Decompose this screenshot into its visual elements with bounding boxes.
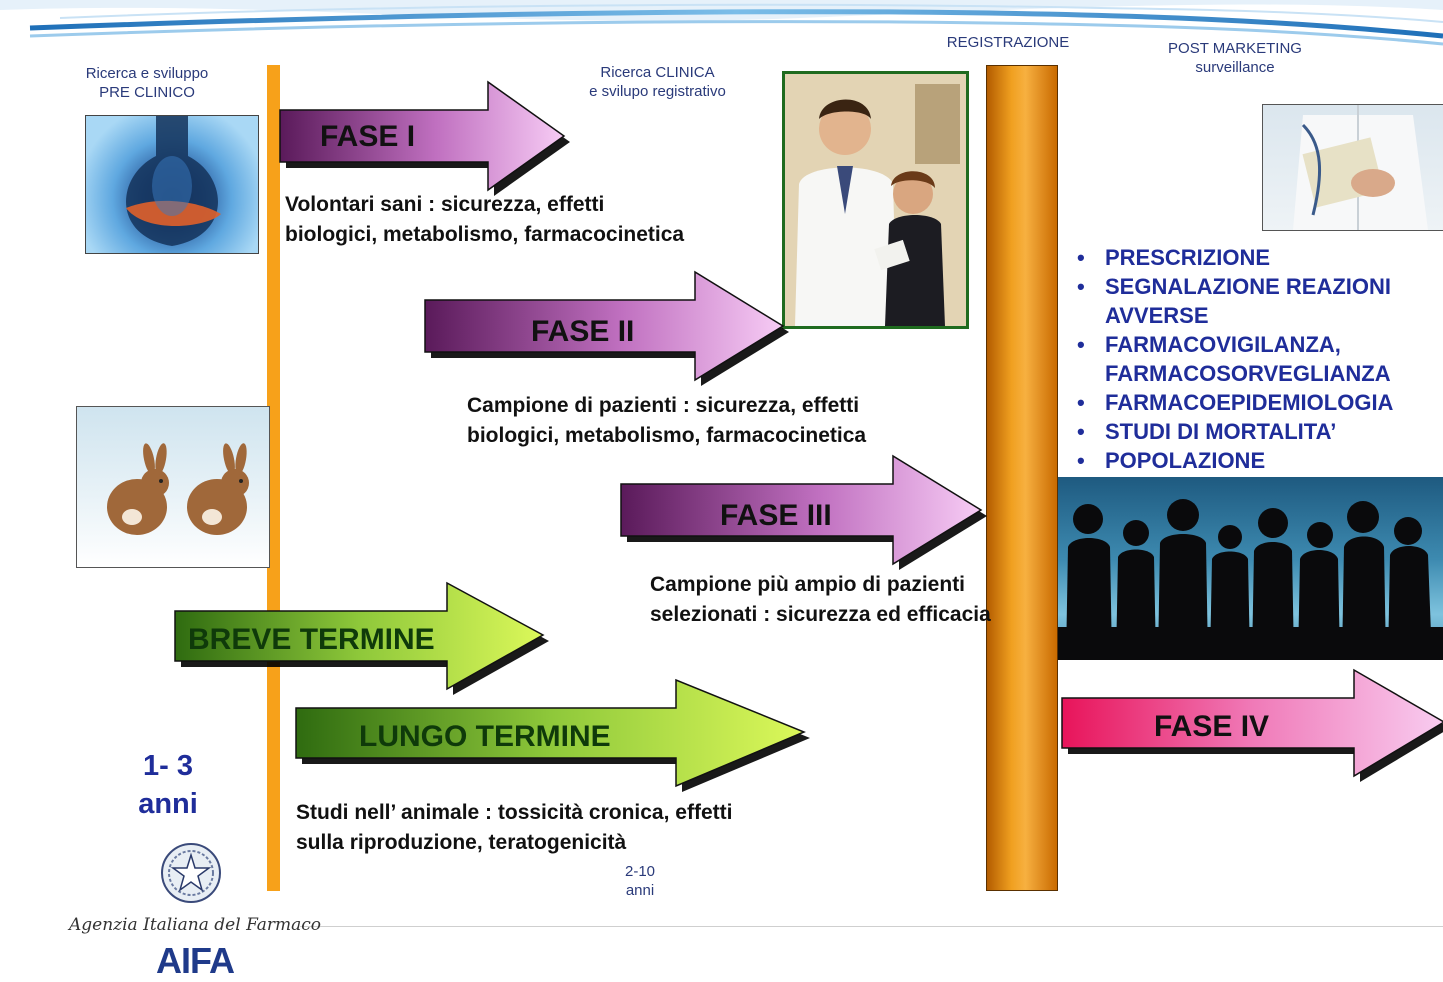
header-wave	[0, 0, 1443, 46]
clipboard-icon	[1293, 105, 1428, 230]
clinica-label: Ricerca CLINICA e svilupo registrativo	[560, 63, 755, 101]
lungo-termine-arrow-shape	[295, 678, 810, 792]
preclinical-duration-line1: 1- 3	[143, 750, 193, 782]
post-marketing-item: FARMACOEPIDEMIOLOGIA	[1075, 388, 1440, 417]
fase1-label: FASE I	[320, 120, 416, 153]
post-marketing-item: STUDI DI MORTALITA’	[1075, 417, 1440, 446]
post-marketing-item: FARMACOVIGILANZA, FARMACOSORVEGLIANZA	[1075, 330, 1440, 388]
fase2-desc-line2: biologici, metabolismo, farmacocinetica	[467, 424, 867, 447]
breve-termine-arrow-shape	[174, 581, 549, 695]
fase1-desc-line1: Volontari sani : sicurezza, effetti	[285, 193, 605, 216]
fase3-desc-line1: Campione più ampio di pazienti	[650, 573, 966, 596]
post-marketing-list: PRESCRIZIONE SEGNALAZIONE REAZIONI AVVER…	[1075, 243, 1440, 475]
post-marketing-label: POST MARKETING surveillance	[1140, 39, 1330, 77]
fase3-label: FASE III	[720, 499, 832, 532]
preclinical-desc-line2: sulla riproduzione, teratogenicità	[296, 831, 627, 854]
post-marketing-line2: surveillance	[1195, 59, 1275, 76]
fase1-description: Volontari sani : sicurezza, effetti biol…	[285, 190, 765, 250]
fase3-desc-line2: selezionati : sicurezza ed efficacia	[650, 603, 991, 626]
preclinical-desc-line1: Studi nell’ animale : tossicità cronica,…	[296, 801, 733, 824]
post-marketing-line1: POST MARKETING	[1168, 40, 1302, 57]
flask-icon	[126, 116, 221, 246]
emblem-icon	[161, 843, 221, 903]
crowd-photo	[1058, 477, 1443, 660]
fase1-arrow: FASE I	[279, 80, 570, 197]
doctors-photo	[782, 71, 969, 329]
doctor-icon	[785, 74, 966, 326]
registrazione-label: REGISTRAZIONE	[946, 34, 1070, 51]
preclinico-label: Ricerca e sviluppo PRE CLINICO	[62, 64, 232, 102]
rabbits-photo	[76, 406, 270, 568]
preclinical-timeline-bar	[267, 65, 280, 891]
registration-bar	[986, 65, 1058, 891]
preclinical-duration-line2: anni	[138, 788, 198, 820]
preclinical-description: Studi nell’ animale : tossicità cronica,…	[296, 798, 856, 858]
post-marketing-item: POPOLAZIONE	[1075, 446, 1440, 475]
breve-termine-label: BREVE TERMINE	[188, 623, 435, 656]
clinical-duration-line2: anni	[625, 882, 655, 899]
preclinico-line1: Ricerca e sviluppo	[85, 65, 209, 82]
fase4-arrow-shape	[1061, 668, 1443, 782]
fase1-desc-line2: biologici, metabolismo, farmacocinetica	[285, 223, 685, 246]
agency-name: Agenzia Italiana del Farmaco	[69, 915, 321, 935]
fase2-arrow-shape	[424, 270, 789, 386]
breve-termine-arrow: BREVE TERMINE	[174, 581, 549, 695]
fase1-arrow-shape	[279, 80, 570, 196]
clinical-duration: 2-10 anni	[600, 862, 680, 900]
lungo-termine-label: LUNGO TERMINE	[359, 720, 611, 753]
footer-divider	[300, 926, 1443, 927]
fase2-arrow: FASE II	[424, 270, 789, 387]
aifa-logo-text: AIFA	[155, 940, 235, 981]
crowd-silhouette-icon	[1058, 499, 1443, 660]
clipboard-photo	[1262, 104, 1443, 231]
fase3-arrow-shape	[620, 454, 987, 570]
flask-photo	[85, 115, 259, 254]
clinical-duration-line1: 2-10	[624, 863, 656, 880]
preclinical-duration: 1- 3 anni	[118, 747, 218, 823]
lungo-termine-arrow: LUNGO TERMINE	[295, 678, 810, 792]
fase2-label: FASE II	[531, 315, 635, 348]
clinica-line2: e svilupo registrativo	[589, 83, 726, 100]
fase3-description: Campione più ampio di pazienti seleziona…	[650, 570, 1070, 630]
fase3-arrow: FASE III	[620, 454, 987, 571]
clinica-line1: Ricerca CLINICA	[600, 64, 715, 81]
preclinico-line2: PRE CLINICO	[99, 84, 195, 101]
fase4-label: FASE IV	[1154, 710, 1270, 743]
fase4-arrow: FASE IV	[1061, 668, 1443, 782]
fase2-desc-line1: Campione di pazienti : sicurezza, effett…	[467, 394, 860, 417]
fase2-description: Campione di pazienti : sicurezza, effett…	[467, 391, 967, 451]
rabbit-icon	[107, 443, 249, 535]
post-marketing-item: SEGNALAZIONE REAZIONI AVVERSE	[1075, 272, 1440, 330]
post-marketing-item: PRESCRIZIONE	[1075, 243, 1440, 272]
